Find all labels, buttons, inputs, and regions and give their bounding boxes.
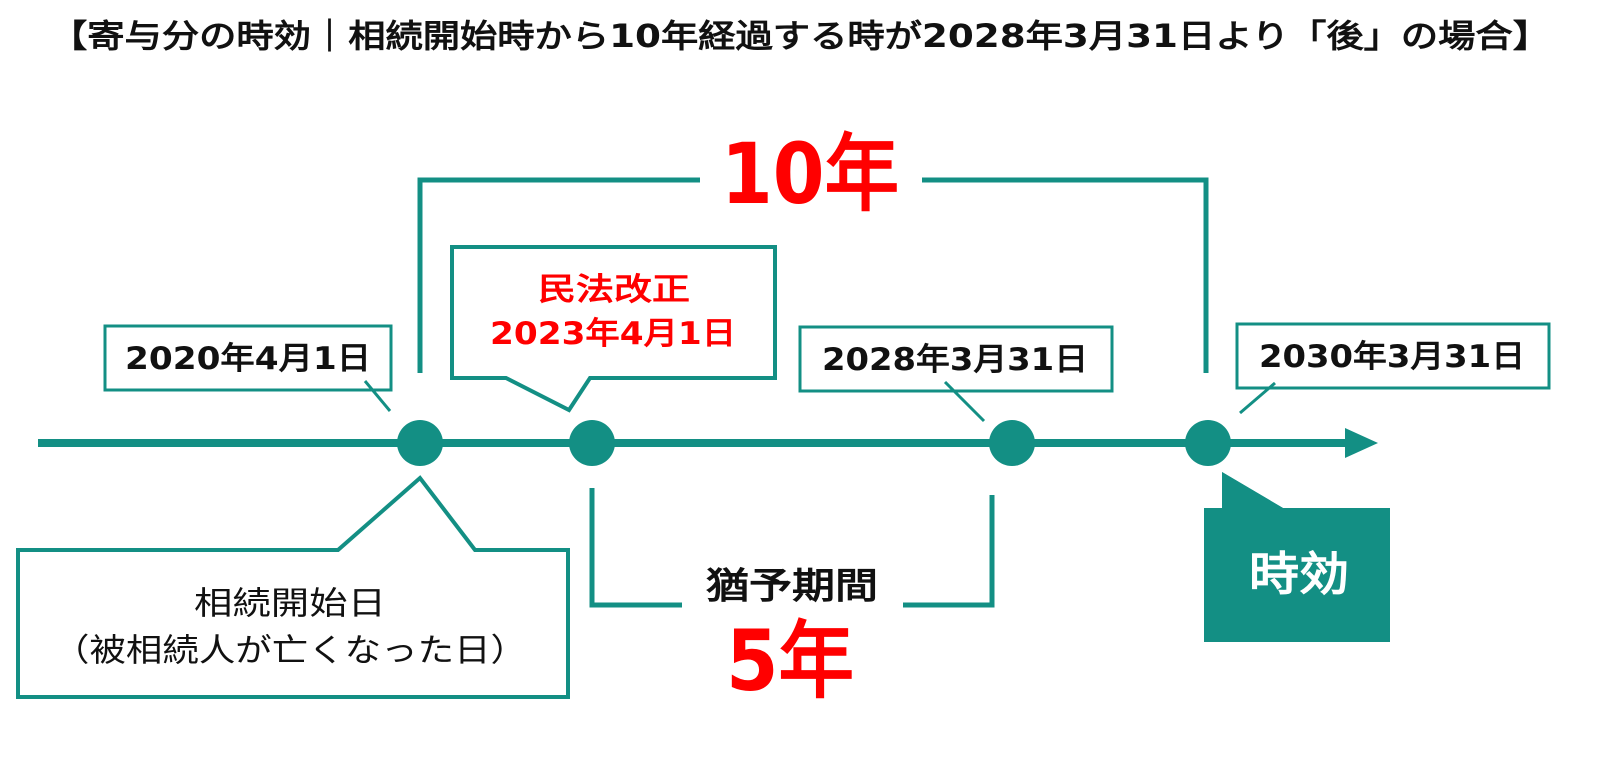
point-start <box>397 420 443 466</box>
grace-period-bracket-right <box>903 495 995 608</box>
point-reform <box>569 420 615 466</box>
ten-year-bracket-right <box>922 177 1209 373</box>
ten-year-label: 10年 <box>721 125 899 223</box>
point-grace-end <box>989 420 1035 466</box>
reform-title: 民法改正 <box>538 272 690 308</box>
point-expiry <box>1185 420 1231 466</box>
expiry-date-frame <box>1235 322 1551 390</box>
grace-end-date-frame <box>798 325 1114 393</box>
reform-callout-frame <box>450 245 777 413</box>
ten-year-bracket-left <box>417 177 700 373</box>
grace-period-bracket-left <box>589 488 682 608</box>
inheritance-start-description: （被相続人が亡くなった日） <box>53 631 527 669</box>
grace-period-value: 5年 <box>726 612 854 710</box>
inheritance-start-callout-frame <box>16 475 570 699</box>
reform-callout: 民法改正 2023年4月1日 <box>450 245 777 413</box>
inheritance-start-callout: 相続開始日 （被相続人が亡くなった日） <box>16 475 570 699</box>
expiry-callout: 時効 <box>1204 472 1390 642</box>
page-title: 【寄与分の時効｜相続開始時から10年経過する時が2028年3月31日より「後」の… <box>50 17 1550 55</box>
expiry-callout-pointer <box>1222 472 1283 508</box>
expiry-date-label: 2030年3月31日 <box>1259 339 1525 375</box>
grace-period-label: 猶予期間 <box>706 566 878 607</box>
expiry-date-box: 2030年3月31日 <box>1235 322 1551 415</box>
timeline-arrowhead <box>1345 428 1378 458</box>
expiry-date-pointer <box>1239 381 1276 415</box>
grace-end-date-label: 2028年3月31日 <box>822 342 1088 378</box>
expiry-label: 時効 <box>1249 547 1349 601</box>
grace-end-date-box: 2028年3月31日 <box>798 325 1114 423</box>
start-date-label: 2020年4月1日 <box>125 341 371 377</box>
inheritance-start-title: 相続開始日 <box>194 584 386 622</box>
expiry-callout-shape <box>1204 472 1390 642</box>
start-date-frame <box>103 324 393 392</box>
start-date-pointer <box>363 380 392 412</box>
reform-date: 2023年4月1日 <box>490 316 736 352</box>
start-date-box: 2020年4月1日 <box>103 324 393 412</box>
grace-end-date-pointer <box>943 380 986 423</box>
